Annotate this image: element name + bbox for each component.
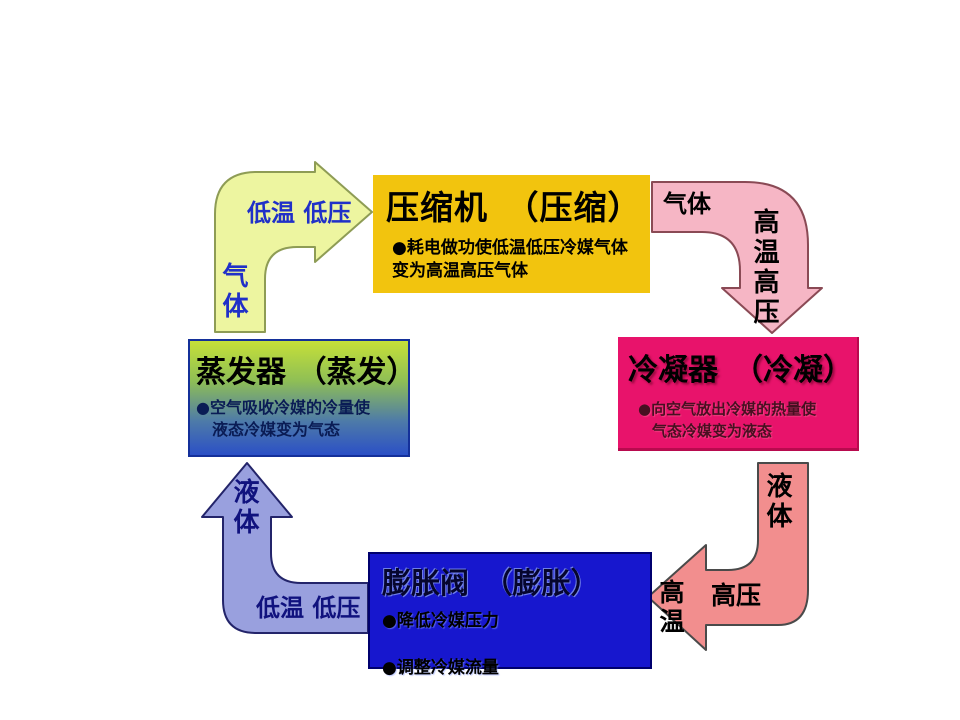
arrow-expansion-to-evaporator-shape xyxy=(201,462,369,634)
arrow-label-low-temp-low-pressure-liquid-state: 低温 低压 xyxy=(256,594,361,622)
condenser-description-line2: 气态冷媒变为液态 xyxy=(652,421,773,440)
expansion-valve-description-line2: ●调整冷媒流量 xyxy=(382,658,499,678)
expansion-valve-description-line1: ●降低冷媒压力 xyxy=(382,611,499,631)
evaporator-description-line2: 液态冷媒变为气态 xyxy=(212,420,341,440)
arrow-compressor-to-condenser-shape xyxy=(651,181,823,334)
evaporator-title: 蒸发器 （蒸发） xyxy=(196,355,417,390)
compressor-description-line1: ●耗电做功使低温低压冷媒气体 xyxy=(392,238,628,258)
expansion-valve-title: 膨胀阀 （膨胀） xyxy=(382,566,600,600)
expansion-valve-box: 膨胀阀 （膨胀） ●降低冷媒压力 ●调整冷媒流量 xyxy=(368,552,652,678)
condenser-title: 冷凝器 （冷凝） xyxy=(628,353,853,388)
evaporator-box: 蒸发器 （蒸发） ●空气吸收冷媒的冷量使 液态冷媒变为气态 xyxy=(188,339,417,457)
arrow-label-high-temp-high-pressure-state: 高温高压 xyxy=(749,208,779,328)
compressor-box: 压缩机 （压缩） ●耗电做功使低温低压冷媒气体 变为高温高压气体 xyxy=(373,175,650,293)
compressor-description: ●耗电做功使低温低压冷媒气体 变为高温高压气体 xyxy=(392,237,650,283)
arrow-label-high-pressure: 高压 xyxy=(711,581,762,610)
compressor-description-line2: 变为高温高压气体 xyxy=(392,260,528,281)
compressor-title: 压缩机 （压缩） xyxy=(386,188,642,227)
condenser-box: 冷凝器 （冷凝） ●向空气放出冷媒的热量使 气态冷媒变为液态 xyxy=(618,337,859,451)
arrow-label-liquid-phase-to-expansion: 液体 xyxy=(762,472,792,532)
expansion-valve-description: ●降低冷媒压力 ●调整冷媒流量 xyxy=(382,606,650,678)
condenser-description: ●向空气放出冷媒的热量使 气态冷媒变为液态 xyxy=(638,399,857,443)
arrow-label-liquid-phase-to-evaporator: 液体 xyxy=(229,478,259,538)
condenser-description-line1: ●向空气放出冷媒的热量使 xyxy=(638,400,817,418)
arrow-expansion-to-evaporator xyxy=(201,462,369,634)
arrow-evaporator-to-compressor xyxy=(214,161,373,333)
arrow-compressor-to-condenser xyxy=(651,181,823,334)
arrow-condenser-to-expansion xyxy=(647,462,809,651)
arrow-label-high-temp: 高温 xyxy=(656,579,685,637)
arrow-evaporator-to-compressor-shape xyxy=(214,161,373,333)
arrow-label-gas-phase-to-condenser: 气体 xyxy=(663,190,711,218)
arrow-condenser-to-expansion-shape xyxy=(647,462,809,651)
evaporator-description-line1: ●空气吸收冷媒的冷量使 xyxy=(196,398,370,417)
arrow-label-low-temp-low-pressure-gas-state: 低温 低压 xyxy=(247,199,352,227)
arrow-label-gas-phase-to-compressor: 气体 xyxy=(218,262,248,322)
evaporator-description: ●空气吸收冷媒的冷量使 液态冷媒变为气态 xyxy=(196,397,408,442)
